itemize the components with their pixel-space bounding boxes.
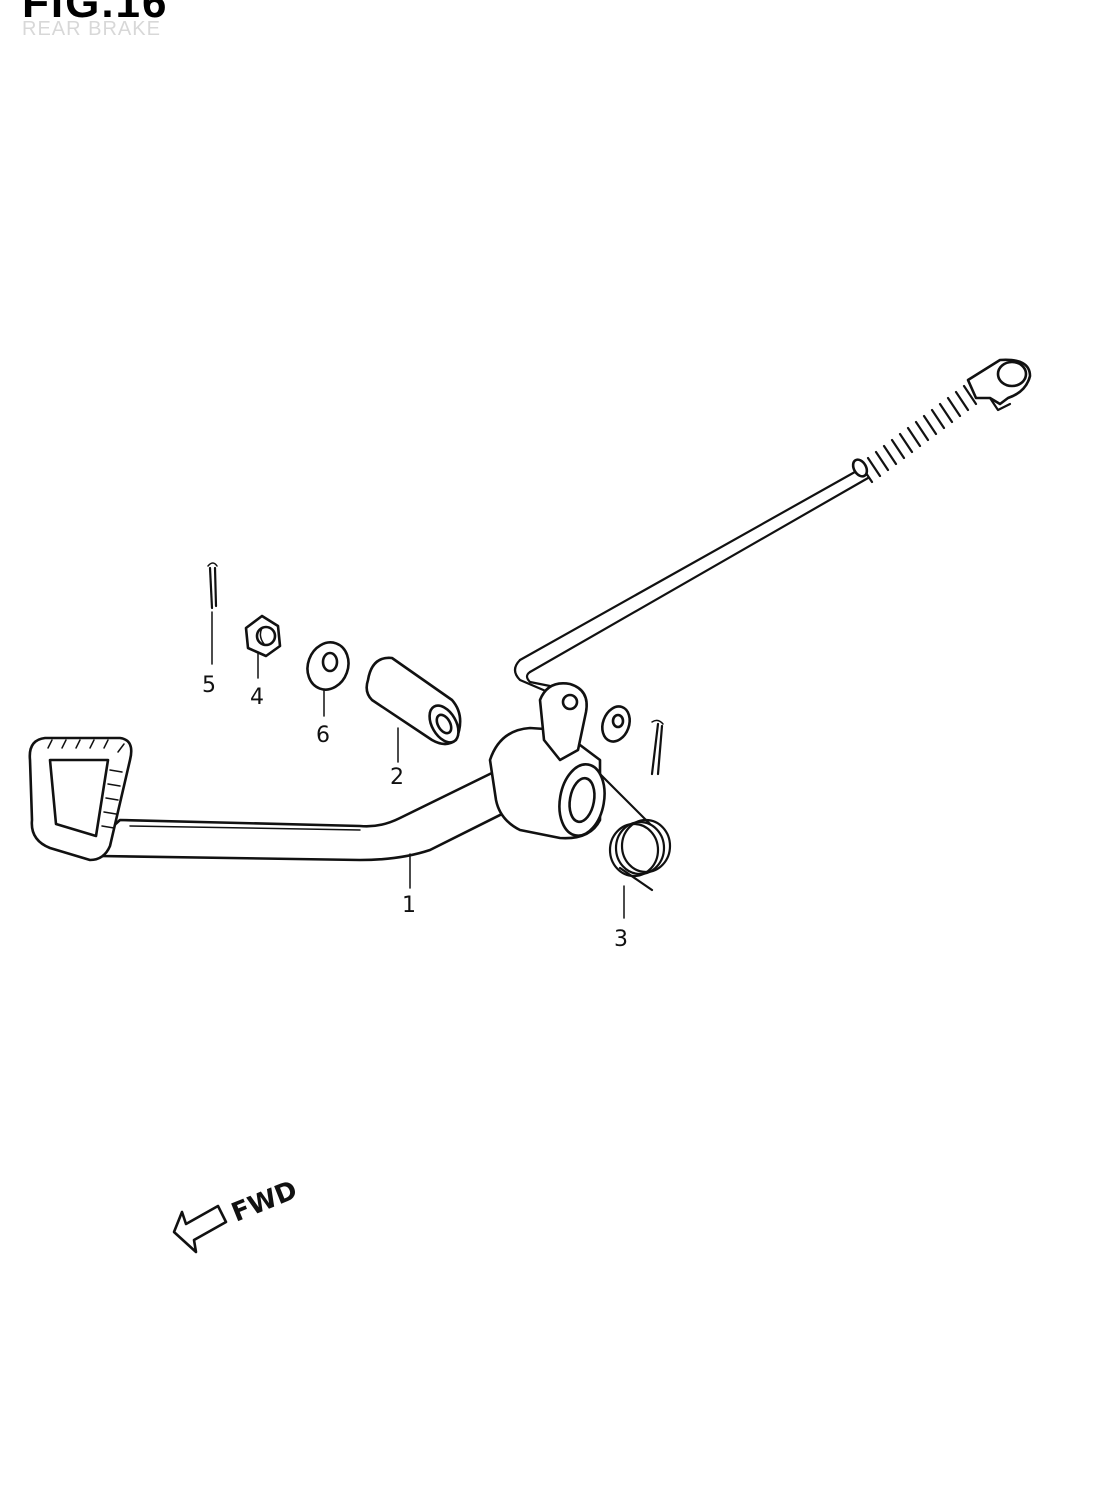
rod-end-clevis bbox=[966, 358, 1032, 412]
callout-2: 2 bbox=[390, 765, 404, 790]
rod-spring bbox=[851, 384, 978, 484]
pedal-footrest bbox=[28, 736, 133, 862]
callout-5: 5 bbox=[202, 673, 216, 698]
callout-1: 1 bbox=[402, 893, 416, 918]
left-arrow-icon bbox=[172, 1204, 228, 1254]
forward-direction-indicator: FWD bbox=[172, 1175, 302, 1254]
callout-6: 6 bbox=[316, 723, 330, 748]
flat-washer bbox=[306, 641, 350, 691]
fwd-label: FWD bbox=[227, 1175, 301, 1228]
pivot-washer bbox=[601, 705, 631, 743]
pivot-sleeve bbox=[365, 656, 462, 746]
return-spring bbox=[598, 772, 672, 892]
brake-rod bbox=[513, 358, 1032, 694]
figure-title: FIG.16 bbox=[22, 0, 169, 27]
brake-pedal bbox=[28, 682, 606, 862]
callout-3: 3 bbox=[614, 927, 628, 952]
leader-lines bbox=[211, 611, 625, 919]
hex-nut bbox=[244, 614, 282, 658]
pedal-upper-arm bbox=[538, 682, 588, 762]
pedal-pivot-boss bbox=[488, 726, 606, 840]
figure-subtitle: REAR BRAKE bbox=[22, 18, 161, 40]
cotter-pin-right bbox=[650, 719, 664, 776]
cotter-pin bbox=[207, 562, 218, 610]
callout-4: 4 bbox=[250, 685, 264, 710]
